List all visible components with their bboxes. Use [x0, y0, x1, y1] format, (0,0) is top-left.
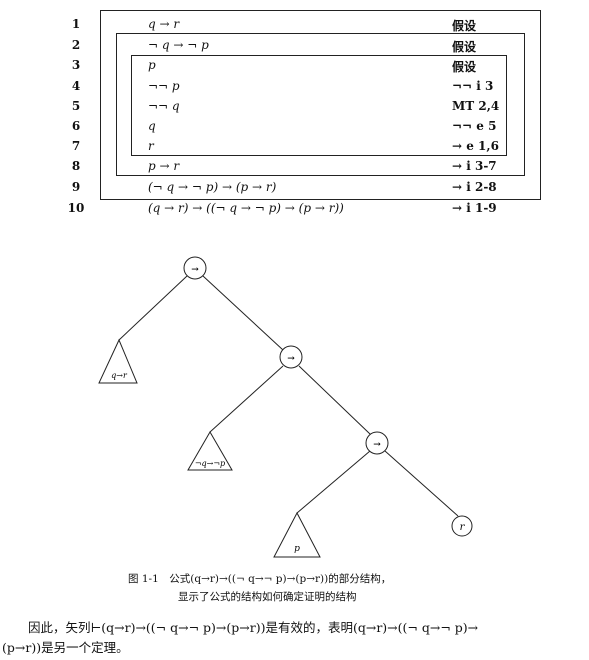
- formula: ¬¬ q: [148, 99, 180, 113]
- edge-root-left: [118, 275, 188, 341]
- node-right1-label: →: [287, 354, 295, 364]
- justification: → e 1,6: [452, 139, 499, 153]
- edge-n2-right: [384, 450, 459, 517]
- subtree-left1: q→r: [98, 338, 138, 384]
- node-root: →: [183, 256, 207, 280]
- line-number: 6: [71, 119, 81, 133]
- formula-parse-tree: → → → r q→r ¬q→¬p p: [98, 256, 473, 558]
- line-number: 5: [71, 99, 81, 113]
- formula: ¬ q → ¬ p: [148, 38, 209, 52]
- caption-line-2: 显示了公式的结构如何确定证明的结构: [178, 591, 357, 603]
- line-number: 7: [71, 139, 81, 153]
- justification: ¬¬ i 3: [452, 79, 494, 93]
- node-right2: →: [365, 431, 389, 455]
- box-assumption-1: [100, 10, 541, 200]
- subtree-left2-label: ¬q→¬p: [195, 459, 225, 468]
- formula: q → r: [148, 17, 180, 31]
- formula: (¬ q → ¬ p) → (p → r): [148, 180, 277, 194]
- justification: ¬¬ e 5: [452, 119, 497, 133]
- edge-root-right: [202, 275, 284, 351]
- tree-edges: [118, 275, 459, 517]
- node-right2-label: →: [373, 440, 381, 450]
- line-number: 1: [71, 17, 81, 31]
- edge-n1-right: [298, 365, 371, 435]
- justification: 假设: [452, 40, 477, 54]
- node-leaf-r: r: [451, 515, 473, 537]
- justification: MT 2,4: [452, 99, 500, 113]
- formula: q: [148, 119, 156, 133]
- subtree-left3-label: p: [294, 544, 300, 554]
- justification: 假设: [452, 19, 477, 33]
- justification: 假设: [452, 60, 477, 74]
- line-number: 2: [71, 38, 81, 52]
- formula: r: [148, 139, 154, 153]
- subtree-left2: ¬q→¬p: [187, 431, 233, 471]
- justification: → i 3-7: [452, 159, 497, 173]
- node-right1: →: [279, 345, 303, 369]
- line-number: 8: [71, 159, 81, 173]
- formula: p → r: [148, 159, 180, 173]
- formula: ¬¬ p: [148, 79, 180, 93]
- box-assumption-2: [116, 33, 525, 176]
- paragraph-line-1: 因此，矢列⊢(q→r)→((¬ q→¬ p)→(p→r))是有效的，表明(q→r…: [28, 620, 479, 635]
- subtree-left1-label: q→r: [111, 371, 128, 380]
- line-number: 9: [71, 180, 81, 194]
- formula: (q → r) → ((¬ q → ¬ p) → (p → r)): [148, 201, 344, 215]
- caption-line-1: 图 1-1 公式(q→r)→((¬ q→¬ p)→(p→r))的部分结构，: [128, 573, 392, 585]
- node-leaf-r-label: r: [460, 522, 466, 533]
- line-number: 10: [67, 201, 85, 215]
- line-number: 4: [71, 79, 81, 93]
- box-assumption-3: [131, 55, 507, 156]
- line-number: 3: [71, 58, 81, 72]
- justification: → i 2-8: [452, 180, 497, 194]
- edge-n1-left: [209, 365, 284, 433]
- subtree-left3: p: [273, 511, 321, 558]
- edge-n2-left: [296, 450, 371, 514]
- justification: → i 1-9: [452, 201, 497, 215]
- node-root-label: →: [191, 265, 199, 275]
- formula: p: [148, 58, 156, 72]
- paragraph-line-2: (p→r))是另一个定理。: [2, 640, 129, 655]
